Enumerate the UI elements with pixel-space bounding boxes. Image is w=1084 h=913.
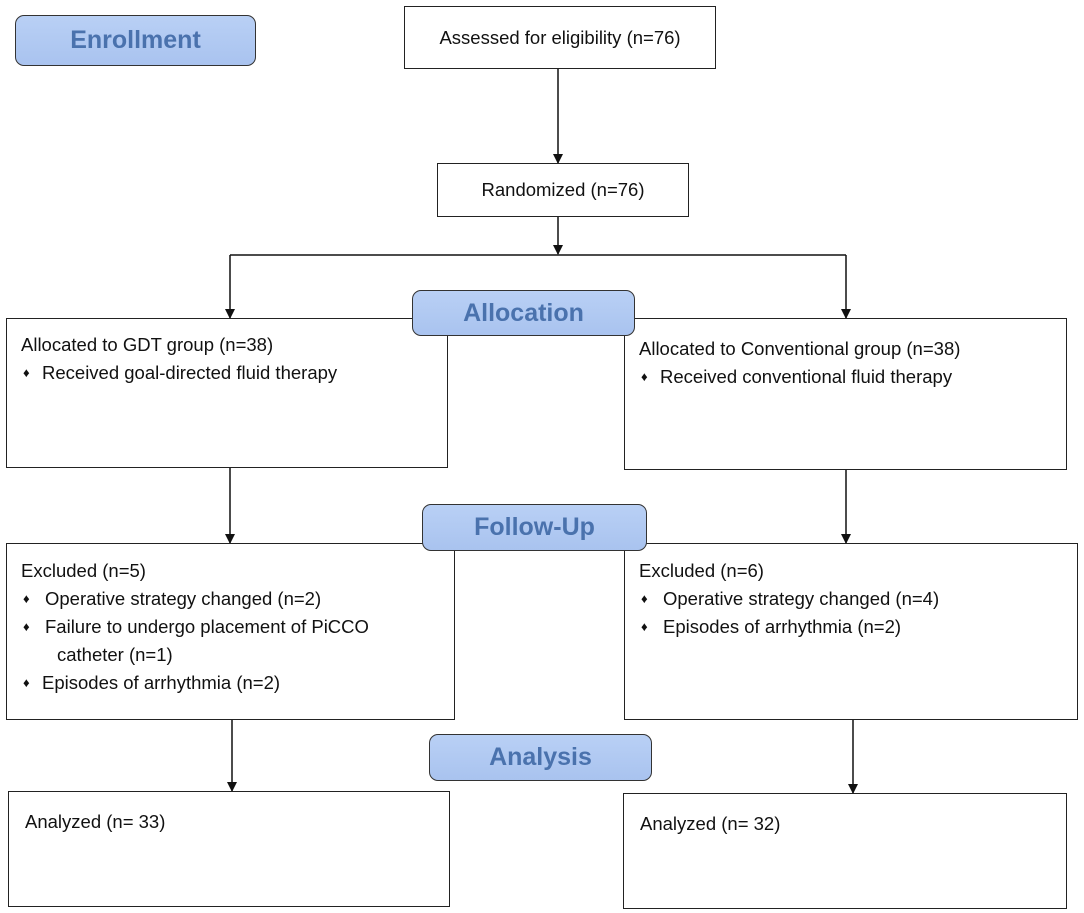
conventional-received-text: Received conventional fluid therapy — [660, 366, 953, 387]
conventional-allocated-label: Allocated to Conventional group (n=38) — [639, 338, 961, 359]
diamond-bullet-icon: ♦ — [23, 591, 30, 606]
gdt-received-text: Received goal-directed fluid therapy — [42, 362, 338, 383]
gdt-received-item: ♦ Received goal-directed fluid therapy — [21, 359, 447, 387]
conventional-analyzed-text: Analyzed (n= 32) — [640, 813, 781, 834]
gdt-allocation-box: Allocated to GDT group (n=38) ♦ Received… — [6, 318, 448, 468]
gdt-reason-item: ♦ Episodes of arrhythmia (n=2) — [21, 669, 454, 697]
gdt-analyzed-box: Analyzed (n= 33) — [8, 791, 450, 907]
gdt-reason-text: Episodes of arrhythmia (n=2) — [42, 672, 281, 693]
gdt-reason-text: Failure to undergo placement of PiCCO — [45, 616, 369, 637]
conventional-reason-item: ♦ Operative strategy changed (n=4) — [639, 585, 1077, 613]
diamond-bullet-icon: ♦ — [23, 675, 30, 690]
gdt-reason-continuation: catheter (n=1) — [57, 644, 173, 665]
conventional-allocated-text: Allocated to Conventional group (n=38) — [639, 335, 1066, 363]
gdt-allocated-text: Allocated to GDT group (n=38) — [21, 334, 274, 355]
gdt-reason-item: ♦ Failure to undergo placement of PiCCO — [21, 613, 454, 641]
allocation-stage-text: Allocation — [463, 298, 584, 327]
gdt-reason-item: ♦ Operative strategy changed (n=2) — [21, 585, 454, 613]
follow-up-stage-text: Follow-Up — [474, 513, 595, 541]
conventional-excluded-box: Excluded (n=6) ♦ Operative strategy chan… — [624, 543, 1078, 720]
diamond-bullet-icon: ♦ — [641, 591, 648, 606]
gdt-reason-text: Operative strategy changed (n=2) — [45, 588, 322, 609]
analysis-stage-text: Analysis — [489, 743, 592, 771]
enrollment-stage-text: Enrollment — [70, 26, 201, 54]
diamond-bullet-icon: ♦ — [23, 365, 30, 380]
allocation-stage-label: Allocation — [412, 290, 635, 336]
diamond-bullet-icon: ♦ — [641, 619, 648, 634]
analysis-stage-label: Analysis — [429, 734, 652, 781]
conventional-allocation-box: Allocated to Conventional group (n=38) ♦… — [624, 318, 1067, 470]
randomized-box: Randomized (n=76) — [437, 163, 689, 217]
conventional-reason-item: ♦ Episodes of arrhythmia (n=2) — [639, 613, 1077, 641]
conventional-received-item: ♦ Received conventional fluid therapy — [639, 363, 1066, 391]
diamond-bullet-icon: ♦ — [641, 369, 648, 384]
assessed-box: Assessed for eligibility (n=76) — [404, 6, 716, 69]
conventional-excluded-text: Excluded (n=6) — [639, 560, 764, 581]
conventional-reason-text: Episodes of arrhythmia (n=2) — [663, 616, 902, 637]
diamond-bullet-icon: ♦ — [23, 619, 30, 634]
conventional-reason-text: Operative strategy changed (n=4) — [663, 588, 940, 609]
enrollment-stage-label: Enrollment — [15, 15, 256, 66]
randomized-text: Randomized (n=76) — [481, 179, 645, 200]
gdt-excluded-box: Excluded (n=5) ♦ Operative strategy chan… — [6, 543, 455, 720]
gdt-analyzed-text: Analyzed (n= 33) — [25, 811, 166, 832]
assessed-text: Assessed for eligibility (n=76) — [439, 26, 681, 48]
conventional-analyzed-box: Analyzed (n= 32) — [623, 793, 1067, 909]
gdt-excluded-text: Excluded (n=5) — [21, 560, 146, 581]
follow-up-stage-label: Follow-Up — [422, 504, 647, 551]
